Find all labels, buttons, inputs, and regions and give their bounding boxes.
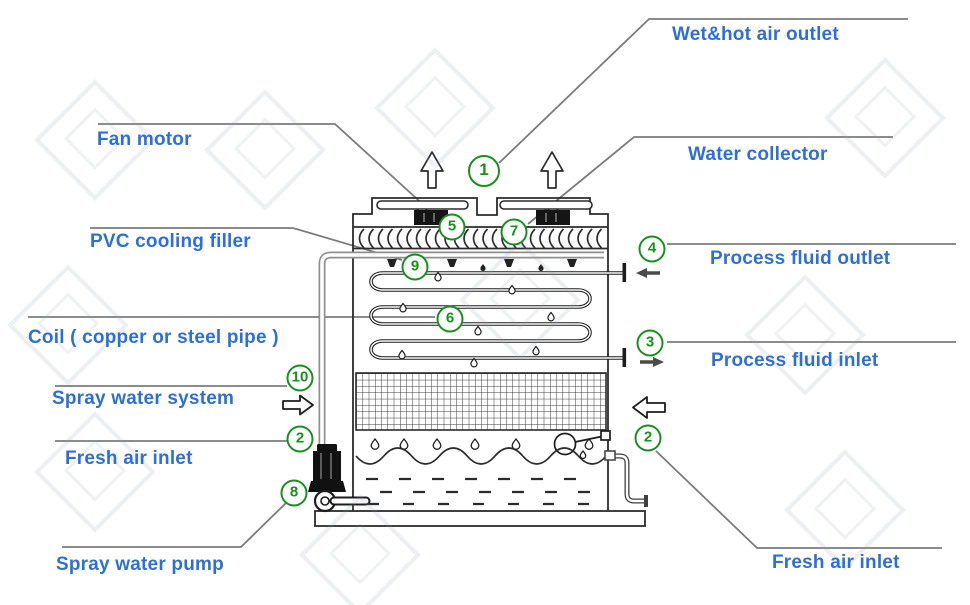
tower-shell xyxy=(352,197,609,511)
leader-water-collector xyxy=(527,136,893,225)
spray-water-pipe xyxy=(318,251,604,450)
process-fluid-flow-arrows xyxy=(636,268,664,368)
label-water-collector: Water collector xyxy=(688,144,828,165)
water-surface xyxy=(355,447,607,465)
motor-detail xyxy=(423,213,435,222)
coil-serpentine xyxy=(369,263,627,367)
makeup-water-pipe xyxy=(604,450,648,507)
callout-2-right: 2 xyxy=(634,424,662,452)
label-coil: Coil ( copper or steel pipe ) xyxy=(28,327,279,348)
callout-9: 9 xyxy=(401,253,429,281)
label-pvc-cooling-filler: PVC cooling filler xyxy=(90,231,251,252)
callout-1: 1 xyxy=(468,155,500,187)
leader-spray-water-pump xyxy=(62,501,288,548)
callout-8: 8 xyxy=(280,479,308,507)
leader-fresh-air-inlet-right xyxy=(655,450,942,549)
label-spray-water-pump: Spray water pump xyxy=(56,554,224,575)
fan-motors xyxy=(414,210,570,225)
callout-6: 6 xyxy=(436,305,464,333)
label-process-fluid-outlet: Process fluid outlet xyxy=(710,248,891,269)
callout-7: 7 xyxy=(500,218,528,246)
pipe-end-flange xyxy=(644,495,648,507)
label-fresh-air-inlet-left: Fresh air inlet xyxy=(65,448,193,469)
leader-fan-motor xyxy=(98,123,429,210)
process-fluid-inlet-flow-icon xyxy=(640,357,664,368)
spray-flow-right-arrow-icon xyxy=(282,394,314,416)
label-process-fluid-inlet: Process fluid inlet xyxy=(711,350,879,371)
fan-motor-box-right xyxy=(536,210,570,225)
air-outlet-up-arrow-icon xyxy=(420,151,564,189)
spray-water-pump xyxy=(308,444,371,513)
water-collector-eliminator xyxy=(358,228,603,249)
label-fresh-air-inlet-right: Fresh air inlet xyxy=(772,552,900,573)
process-fluid-outlet-flow-icon xyxy=(636,268,660,279)
water-droplets-coil xyxy=(398,271,555,368)
fan-blade-right xyxy=(499,200,593,210)
pvc-fill-mesh xyxy=(355,372,607,431)
label-wet-hot-air-outlet: Wet&hot air outlet xyxy=(672,24,839,45)
spray-nozzles xyxy=(387,259,577,271)
label-spray-water-system: Spray water system xyxy=(52,388,235,409)
water-droplets-basin xyxy=(370,437,594,459)
fresh-air-left-arrow-icon xyxy=(632,396,666,419)
leader-lines xyxy=(28,18,956,549)
motor-detail xyxy=(545,213,557,222)
label-fan-motor: Fan motor xyxy=(97,129,192,150)
callout-4: 4 xyxy=(638,235,666,263)
callout-10: 10 xyxy=(286,364,314,392)
leader-wet-hot-air-outlet xyxy=(498,18,908,164)
base-plate xyxy=(314,510,646,527)
inlet-flange xyxy=(622,348,627,367)
callout-3: 3 xyxy=(636,329,664,357)
tower-outline xyxy=(352,197,609,511)
basin-water xyxy=(355,447,607,506)
fan-blade-left xyxy=(376,200,469,210)
callout-5: 5 xyxy=(438,213,466,241)
callout-2-left: 2 xyxy=(286,425,314,453)
outlet-flange xyxy=(622,263,627,282)
